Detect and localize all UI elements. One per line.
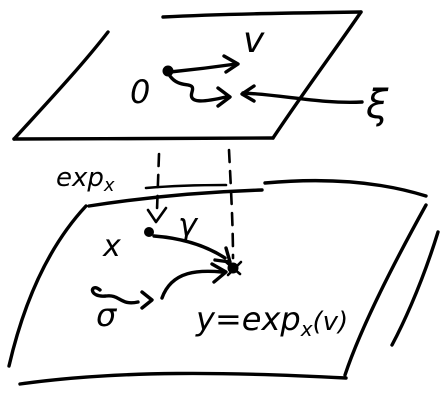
geodesic-gamma-label: γ: [178, 206, 199, 244]
curve-sigma-arrowhead: [210, 262, 228, 284]
xi-arrow: [241, 91, 364, 104]
tangent-origin-label: 0: [130, 73, 150, 111]
geodesic-arrowhead: [213, 246, 232, 264]
vector-v-arrow: [168, 62, 238, 74]
point-y-mark: [224, 260, 243, 277]
manifold-top-edge-right: [263, 178, 428, 198]
curve-sigma: [90, 286, 140, 305]
curve-sigma-label: σ: [96, 296, 118, 334]
manifold-right-back-edge: [390, 230, 440, 347]
exp-down-arrowhead: [146, 206, 168, 224]
point-x-label: x: [102, 229, 121, 264]
tangent-plane-bottom-edge: [12, 136, 275, 141]
vector-v-label: v: [243, 20, 265, 61]
manifold-top-edge: [87, 188, 264, 208]
tangent-plane-top-edge: [161, 10, 363, 19]
tangent-plane: [12, 10, 363, 141]
curve-sigma-to-y: [160, 269, 224, 300]
vector-v-arrowhead: [222, 54, 240, 74]
tangent-plane-right-edge: [271, 10, 363, 140]
tangent-curve-arrowhead: [216, 86, 232, 108]
point-x: [144, 227, 154, 237]
manifold-right-edge: [343, 203, 428, 377]
exp-bracket: [144, 183, 228, 190]
tangent-curve: [168, 74, 228, 103]
result-label: y=expx(v): [195, 300, 348, 341]
manifold-left-edge: [7, 204, 88, 368]
exp-dash-right: [227, 148, 235, 260]
exp-map-label: expx: [56, 163, 115, 196]
exp-dash-left: [155, 152, 161, 212]
manifold-bottom-edge: [18, 371, 348, 386]
geodesic-gamma: [152, 234, 227, 260]
xi-arrowhead: [240, 84, 256, 103]
tangent-plane-left-edge: [12, 30, 110, 141]
sigma-arrowhead: [140, 290, 154, 310]
xi-label: ξ: [365, 82, 389, 128]
manifold-surface: [7, 178, 440, 386]
